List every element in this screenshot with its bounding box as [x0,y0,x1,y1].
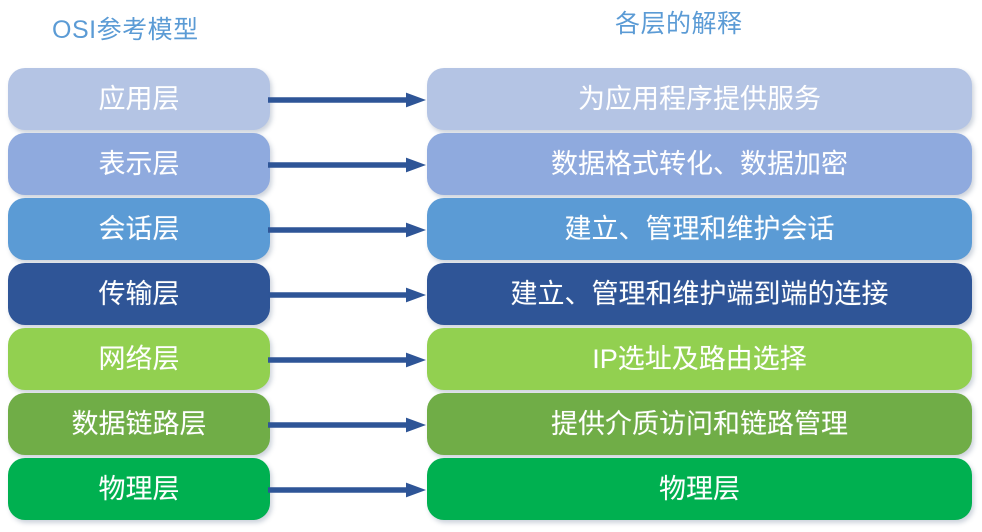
arrow-right-icon [268,92,426,108]
layer-row: 物理层 物理层 [0,458,982,520]
layer-description-label: IP选址及路由选择 [592,343,807,374]
layer-description-label: 提供介质访问和链路管理 [551,408,848,439]
layer-row: 应用层 为应用程序提供服务 [0,68,982,130]
layer-name-pill[interactable]: 数据链路层 [8,393,270,455]
layer-description-label: 数据格式转化、数据加密 [551,148,848,179]
layer-row: 数据链路层 提供介质访问和链路管理 [0,393,982,455]
layer-description-label: 为应用程序提供服务 [578,83,821,114]
layer-name-pill[interactable]: 物理层 [8,458,270,520]
layer-description-pill[interactable]: 建立、管理和维护会话 [427,198,972,260]
layer-name-label: 传输层 [98,278,180,309]
layer-name-label: 数据链路层 [71,408,207,439]
layer-description-pill[interactable]: IP选址及路由选择 [427,328,972,390]
layer-description-pill[interactable]: 建立、管理和维护端到端的连接 [427,263,972,325]
layer-description-label: 建立、管理和维护会话 [564,213,835,244]
layer-row: 传输层 建立、管理和维护端到端的连接 [0,263,982,325]
arrow-right-icon [268,287,426,303]
layer-description-pill[interactable]: 提供介质访问和链路管理 [427,393,972,455]
arrow-right-icon [268,482,426,498]
layer-name-pill[interactable]: 传输层 [8,263,270,325]
layer-description-pill[interactable]: 物理层 [427,458,972,520]
layer-name-label: 网络层 [98,343,180,374]
arrow-right-icon [268,222,426,238]
layer-name-label: 表示层 [98,148,180,179]
arrow-right-icon [268,157,426,173]
layer-description-pill[interactable]: 为应用程序提供服务 [427,68,972,130]
arrow-right-icon [268,352,426,368]
layer-row: 网络层 IP选址及路由选择 [0,328,982,390]
layer-row: 表示层 数据格式转化、数据加密 [0,133,982,195]
left-column-heading: OSI参考模型 [52,16,199,44]
layer-description-label: 建立、管理和维护端到端的连接 [510,278,889,309]
layer-name-label: 物理层 [98,473,180,504]
layer-row: 会话层 建立、管理和维护会话 [0,198,982,260]
arrow-right-icon [268,417,426,433]
layer-name-pill[interactable]: 会话层 [8,198,270,260]
layer-name-label: 应用层 [98,83,180,114]
layer-description-pill[interactable]: 数据格式转化、数据加密 [427,133,972,195]
layer-name-pill[interactable]: 应用层 [8,68,270,130]
layer-name-pill[interactable]: 表示层 [8,133,270,195]
layer-description-label: 物理层 [659,473,740,504]
right-column-heading: 各层的解释 [615,10,743,38]
layer-name-label: 会话层 [98,213,180,244]
layer-name-pill[interactable]: 网络层 [8,328,270,390]
